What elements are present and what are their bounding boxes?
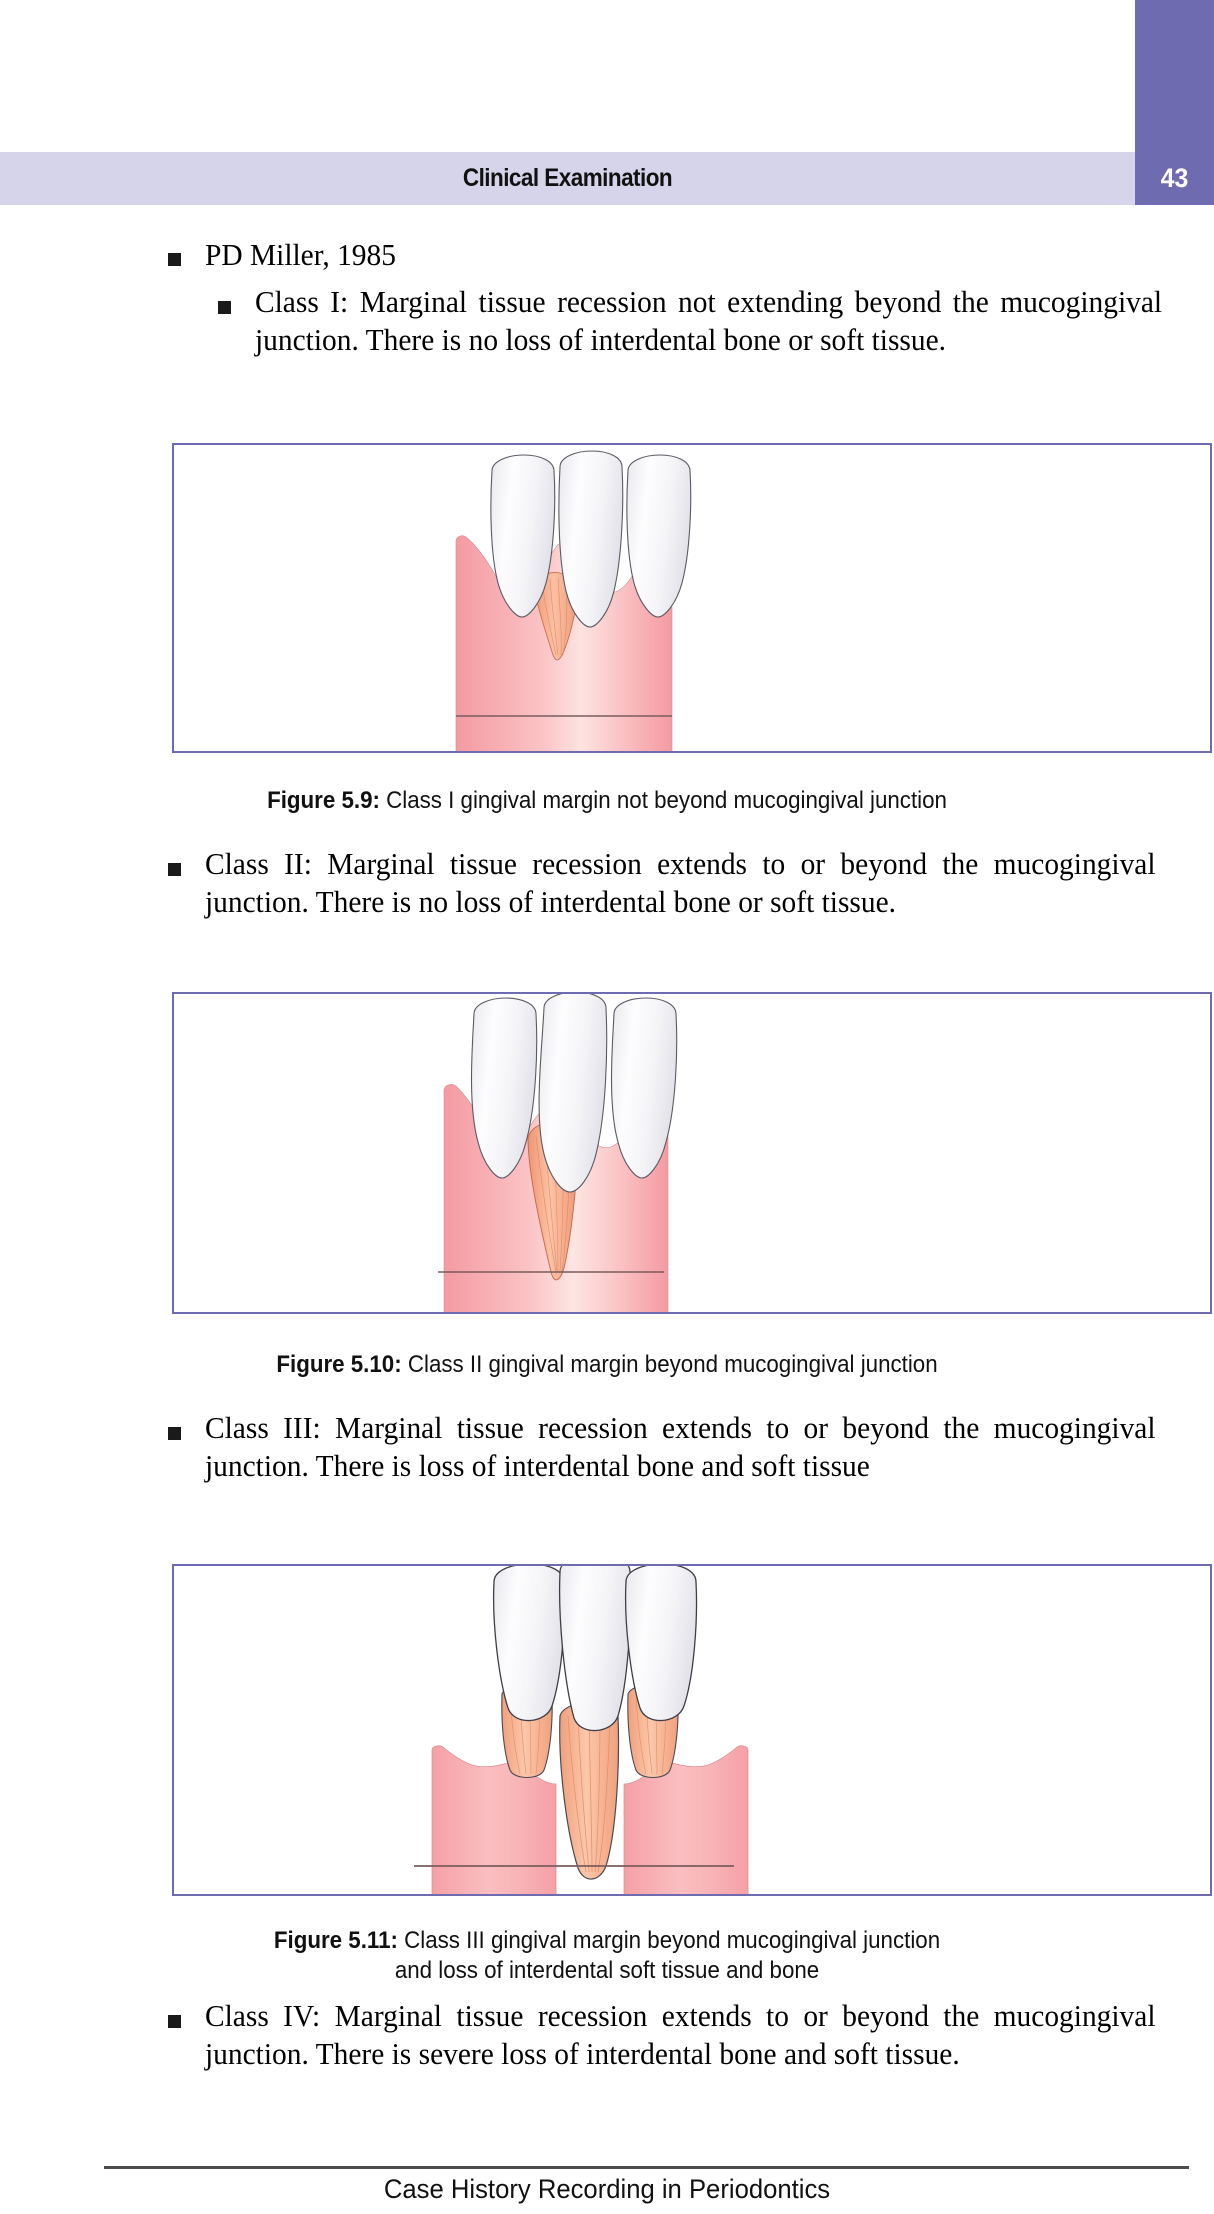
figure-5-11-label: Figure 5.11: xyxy=(273,1927,398,1954)
figure-5-10-box xyxy=(172,992,1212,1314)
footer-text: Case History Recording in Periodontics xyxy=(383,2174,831,2204)
figure-5-9-label: Figure 5.9: xyxy=(267,787,380,814)
figure-5-11-caption-text-1: Class III gingival margin beyond mucogin… xyxy=(404,1927,941,1954)
page-number: 43 xyxy=(1160,163,1189,193)
bullet-marker-level2 xyxy=(218,301,231,314)
figure-5-10-label: Figure 5.10: xyxy=(276,1351,402,1378)
figure-5-9-caption: Figure 5.9: Class I gingival margin not … xyxy=(42,786,1171,816)
text-class-1: Class I: Marginal tissue recession not e… xyxy=(255,285,1163,357)
bullet-marker-class-4 xyxy=(168,2015,181,2028)
figure-5-11-caption: Figure 5.11: Class III gingival margin b… xyxy=(42,1926,1171,1986)
figure-5-9-illustration xyxy=(455,450,692,751)
header-bar xyxy=(0,152,1135,205)
figure-5-10-caption-text: Class II gingival margin beyond mucoging… xyxy=(407,1351,938,1378)
figure-5-10-illustration xyxy=(438,994,678,1312)
footer-divider xyxy=(104,2166,1189,2169)
text-class-2: Class II: Marginal tissue recession exte… xyxy=(205,847,1156,919)
page-number-block xyxy=(1135,152,1214,205)
figure-5-11-box xyxy=(172,1564,1212,1896)
bullet-marker-class-2 xyxy=(168,863,181,876)
figure-5-11-caption-line1: Figure 5.11: Class III gingival margin b… xyxy=(42,1926,1171,1956)
figure-5-11-caption-line2: and loss of interdental soft tissue and … xyxy=(394,1957,820,1984)
figure-5-9-caption-text: Class I gingival margin not beyond mucog… xyxy=(386,787,947,814)
page-tab-decoration xyxy=(1135,0,1214,152)
bullet-marker-level1 xyxy=(168,253,181,266)
text-class-3: Class III: Marginal tissue recession ext… xyxy=(205,1411,1156,1483)
figure-5-11-illustration xyxy=(414,1566,749,1894)
bullet-marker-class-3 xyxy=(168,1427,181,1440)
text-class-4: Class IV: Marginal tissue recession exte… xyxy=(205,1999,1156,2071)
page-title: Clinical Examination xyxy=(462,164,673,192)
figure-5-9-box xyxy=(172,443,1212,753)
figure-5-10-caption: Figure 5.10: Class II gingival margin be… xyxy=(42,1350,1171,1380)
heading-pd-miller: PD Miller, 1985 xyxy=(205,238,396,272)
